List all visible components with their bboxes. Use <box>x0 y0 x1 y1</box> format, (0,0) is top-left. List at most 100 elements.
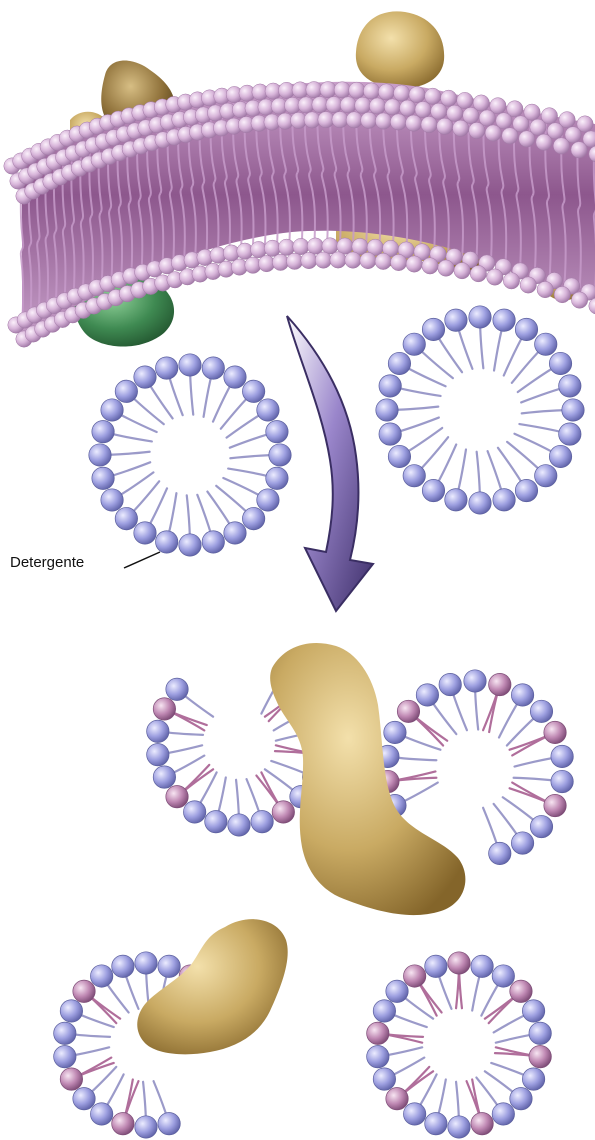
membrane-head <box>346 112 362 128</box>
detergent-head <box>386 980 408 1002</box>
membrane-head <box>422 258 438 274</box>
detergent-head <box>115 507 137 529</box>
lipid-head <box>386 1087 408 1109</box>
lipid-head <box>153 698 175 720</box>
membrane-head <box>437 118 453 134</box>
membrane-head <box>502 128 518 144</box>
detergent-head <box>425 1112 447 1134</box>
membrane-head <box>485 125 501 141</box>
membrane-head <box>405 115 421 131</box>
membrane-protein-top <box>356 11 444 88</box>
membrane-head <box>375 253 391 269</box>
detergent-head <box>134 522 156 544</box>
detergent-head <box>469 492 491 514</box>
detergent-head <box>135 952 157 974</box>
arrow-shaft <box>287 316 373 611</box>
membrane-head <box>301 252 317 268</box>
large-solubilized-protein <box>270 643 465 915</box>
detergent-head <box>416 684 438 706</box>
detergent-head <box>153 766 175 788</box>
membrane-head <box>322 238 338 254</box>
membrane-head <box>332 111 348 127</box>
detergent-head <box>511 832 533 854</box>
lipid-head <box>448 952 470 974</box>
detergent-head <box>379 375 401 397</box>
small-solubilized-protein <box>137 919 287 1054</box>
lipid-head <box>403 965 425 987</box>
detergent-head <box>158 1112 180 1134</box>
detergent-head <box>90 965 112 987</box>
membrane-head <box>470 265 486 281</box>
detergent-head <box>493 309 515 331</box>
detergent-head <box>551 745 573 767</box>
detergent-head <box>251 810 273 832</box>
membrane-head <box>369 98 385 114</box>
lipid-head <box>529 1045 551 1067</box>
membrane-head <box>503 273 519 289</box>
detergent-head <box>522 1000 544 1022</box>
lipid-head <box>166 785 188 807</box>
lipid-head <box>471 1112 493 1134</box>
detergent-head <box>158 955 180 977</box>
detergent-head <box>388 352 410 374</box>
detergent-head <box>559 423 581 445</box>
detergent-head <box>515 479 537 501</box>
membrane-head <box>425 88 441 104</box>
detergent-head <box>257 399 279 421</box>
detergent-head <box>183 801 205 823</box>
detergent-head <box>242 507 264 529</box>
membrane-head <box>293 238 309 254</box>
membrane-head <box>349 82 365 98</box>
membrane-head <box>315 252 331 268</box>
detergent-head <box>373 1000 395 1022</box>
detergent-head <box>54 1045 76 1067</box>
detergent-head <box>166 678 188 700</box>
detergent-head <box>530 700 552 722</box>
membrane-head <box>554 286 570 302</box>
membrane-head <box>553 138 569 154</box>
detergent-head <box>535 465 557 487</box>
detergent-head <box>179 534 201 556</box>
detergent-head <box>422 479 444 501</box>
detergent-head <box>101 489 123 511</box>
membrane-head <box>571 292 587 308</box>
detergent-head <box>403 465 425 487</box>
lipid-head <box>489 673 511 695</box>
process-arrow <box>287 316 373 611</box>
lipid-head <box>112 1112 134 1134</box>
detergent-label: Detergente <box>10 554 84 571</box>
membrane-head <box>286 253 302 269</box>
detergent-head <box>89 444 111 466</box>
membrane-head <box>393 85 409 101</box>
detergent-head <box>445 489 467 511</box>
detergent-head <box>445 309 467 331</box>
detergent-head <box>492 965 514 987</box>
membrane-head <box>536 134 552 150</box>
detergent-head <box>202 531 224 553</box>
detergent-head <box>112 955 134 977</box>
detergent-head <box>376 399 398 421</box>
detergent-head <box>388 445 410 467</box>
membrane-head <box>431 103 447 119</box>
membrane-head <box>334 82 350 98</box>
membrane-head <box>438 260 454 276</box>
detergent-head <box>403 1103 425 1125</box>
detergent-head <box>471 955 493 977</box>
detergent-head <box>373 1068 395 1090</box>
membrane-head <box>537 281 553 297</box>
detergent-head <box>156 531 178 553</box>
detergent-head <box>535 333 557 355</box>
lipid-head <box>73 980 95 1002</box>
detergent-head <box>147 743 169 765</box>
membrane-head <box>390 114 406 130</box>
detergent-head <box>90 1103 112 1125</box>
detergent-head <box>134 366 156 388</box>
membrane-head <box>326 96 342 112</box>
detergent-head <box>511 684 533 706</box>
membrane-head <box>487 269 503 285</box>
detergent-head <box>156 357 178 379</box>
membrane-head <box>454 262 470 278</box>
membrane-head <box>307 238 323 254</box>
lipid-head <box>510 980 532 1002</box>
